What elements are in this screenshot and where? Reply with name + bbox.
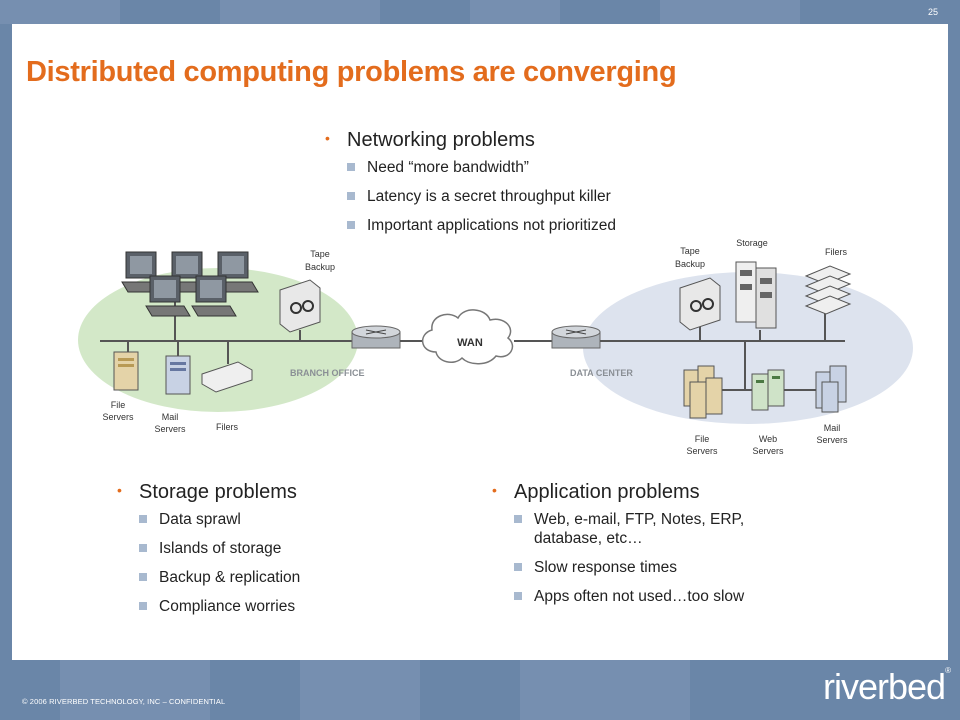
- bg-tile: [470, 0, 560, 24]
- branch-mail-server-icon: [165, 355, 191, 395]
- branch-mail-servers-label-1: Mail: [162, 412, 179, 422]
- square-bullet-icon: [347, 192, 355, 200]
- branch-file-servers-label-2: Servers: [102, 412, 134, 422]
- storage-problems-group: • Storage problems Data sprawl Islands o…: [117, 480, 300, 626]
- application-problems-group: • Application problems Web, e-mail, FTP,…: [492, 480, 822, 616]
- logo-trademark: ®: [945, 666, 951, 675]
- branch-office-label: BRANCH OFFICE: [290, 368, 365, 378]
- logo-text: riverbed: [823, 666, 946, 707]
- branch-tape-backup-icon: [279, 279, 321, 333]
- bg-tile: [220, 0, 380, 24]
- datacenter-file-servers-label-2: Servers: [686, 446, 718, 456]
- bg-tile: [0, 0, 120, 24]
- list-item: Data sprawl: [139, 510, 300, 529]
- storage-label: Storage: [736, 238, 768, 248]
- datacenter-web-servers-label-1: Web: [759, 434, 777, 444]
- square-bullet-icon: [514, 515, 522, 523]
- footer-copyright: © 2006 RIVERBED TECHNOLOGY, INC – CONFID…: [22, 697, 226, 706]
- list-item: Need “more bandwidth”: [347, 158, 616, 177]
- square-bullet-icon: [139, 515, 147, 523]
- riverbed-logo: riverbed®: [823, 666, 951, 708]
- workstations-icon: [121, 251, 259, 317]
- branch-mail-servers-label-2: Servers: [154, 424, 186, 434]
- networking-heading-row: • Networking problems: [325, 128, 616, 152]
- list-item: Latency is a secret throughput killer: [347, 187, 616, 206]
- bullet-icon: •: [492, 482, 497, 498]
- square-bullet-icon: [139, 544, 147, 552]
- datacenter-file-servers-icon: [683, 365, 723, 419]
- datacenter-web-servers-icon: [751, 369, 785, 411]
- bg-tile: [300, 660, 420, 720]
- application-heading-row: • Application problems: [492, 480, 822, 504]
- storage-heading-row: • Storage problems: [117, 480, 300, 504]
- list-item: Slow response times: [514, 558, 822, 577]
- list-item: Backup & replication: [139, 568, 300, 587]
- list-item: Apps often not used…too slow: [514, 587, 822, 606]
- branch-filers-label: Filers: [216, 422, 238, 432]
- list-item: Important applications not prioritized: [347, 216, 616, 235]
- application-heading: Application problems: [514, 481, 700, 503]
- branch-file-servers-label-1: File: [111, 400, 126, 410]
- datacenter-tape-label-2: Backup: [675, 259, 705, 269]
- branch-file-server-icon: [113, 351, 139, 391]
- networking-heading: Networking problems: [347, 129, 535, 151]
- datacenter-tape-backup-icon: [679, 277, 721, 331]
- branch-tape-label-1: Tape: [310, 249, 330, 259]
- datacenter-mail-servers-icon: [815, 365, 847, 413]
- networking-problems-group: • Networking problems Need “more bandwid…: [325, 128, 616, 245]
- datacenter-router-icon: [551, 325, 601, 349]
- branch-router-icon: [351, 325, 401, 349]
- page-number: 25: [927, 7, 938, 17]
- bg-tile: [60, 660, 210, 720]
- bullet-icon: •: [117, 482, 122, 498]
- networking-list: Need “more bandwidth” Latency is a secre…: [325, 158, 616, 235]
- square-bullet-icon: [139, 573, 147, 581]
- datacenter-tape-label-1: Tape: [680, 246, 700, 256]
- wan-cloud-icon: [422, 309, 514, 365]
- storage-list: Data sprawl Islands of storage Backup & …: [117, 510, 300, 616]
- bullet-icon: •: [325, 130, 330, 146]
- list-item: Islands of storage: [139, 539, 300, 558]
- datacenter-mail-servers-label-2: Servers: [816, 435, 848, 445]
- branch-tape-label-2: Backup: [305, 262, 335, 272]
- square-bullet-icon: [347, 163, 355, 171]
- bg-tile: [660, 0, 800, 24]
- list-item: Web, e-mail, FTP, Notes, ERP, database, …: [514, 510, 784, 548]
- application-list: Web, e-mail, FTP, Notes, ERP, database, …: [492, 510, 822, 606]
- slide-title: Distributed computing problems are conve…: [26, 56, 677, 88]
- datacenter-mail-servers-label-1: Mail: [824, 423, 841, 433]
- list-item: Compliance worries: [139, 597, 300, 616]
- wan-label: WAN: [457, 337, 483, 349]
- bg-tile: [520, 660, 690, 720]
- branch-filer-icon: [201, 361, 253, 393]
- datacenter-filers-label: Filers: [825, 247, 847, 257]
- storage-heading: Storage problems: [139, 481, 297, 503]
- square-bullet-icon: [514, 592, 522, 600]
- datacenter-filers-icon: [804, 265, 852, 315]
- square-bullet-icon: [347, 221, 355, 229]
- datacenter-file-servers-label-1: File: [695, 434, 710, 444]
- storage-array-icon: [735, 261, 777, 329]
- data-center-label: DATA CENTER: [570, 368, 633, 378]
- datacenter-web-servers-label-2: Servers: [752, 446, 784, 456]
- square-bullet-icon: [514, 563, 522, 571]
- square-bullet-icon: [139, 602, 147, 610]
